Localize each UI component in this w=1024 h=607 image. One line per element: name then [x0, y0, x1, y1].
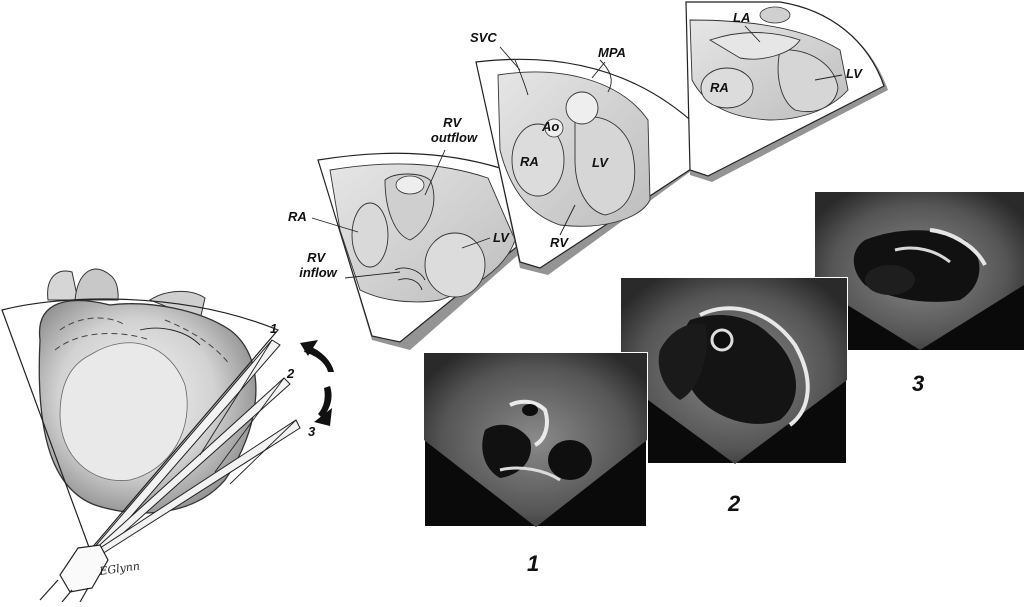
slice3-label-ra: RA — [710, 80, 729, 95]
anatomic-slice-3: LA RA LV — [685, 1, 888, 182]
slice2-label-ao: Ao — [541, 119, 559, 134]
scan-sector — [1, 298, 279, 552]
sweep-label-3: 3 — [308, 424, 316, 439]
echo-image-3 — [815, 192, 1024, 350]
slice2-label-lv: LV — [592, 155, 609, 170]
slice2-label-rv: RV — [550, 235, 569, 250]
echo-caption-1: 1 — [527, 551, 539, 576]
artist-signature: EGlynn — [98, 559, 141, 578]
sweep-label-2: 2 — [286, 366, 295, 381]
heart-illustration: 1 2 3 EGlynn — [1, 268, 334, 603]
echo-image-1 — [423, 352, 648, 528]
slice3-label-lv: LV — [846, 66, 863, 81]
slice2-label-ra: RA — [520, 154, 539, 169]
slice1-label-lv: LV — [493, 230, 510, 245]
slice2-label-svc: SVC — [470, 30, 497, 45]
slice1-label-rv-outflow: RV outflow — [431, 115, 478, 145]
slice3-label-la: LA — [733, 10, 750, 25]
echo-image-2 — [620, 277, 848, 465]
transducer-probe — [39, 544, 109, 603]
echo-caption-3: 3 — [912, 371, 924, 396]
rotation-arrow-icon — [300, 340, 334, 426]
anatomic-slice-2: SVC MPA Ao RA LV RV — [470, 30, 721, 275]
sweep-label-1: 1 — [270, 321, 277, 336]
slice1-label-rv-inflow: RV inflow — [299, 250, 337, 280]
echo-caption-2: 2 — [727, 491, 741, 516]
slice2-label-mpa: MPA — [598, 45, 626, 60]
slice1-label-ra: RA — [288, 209, 307, 224]
